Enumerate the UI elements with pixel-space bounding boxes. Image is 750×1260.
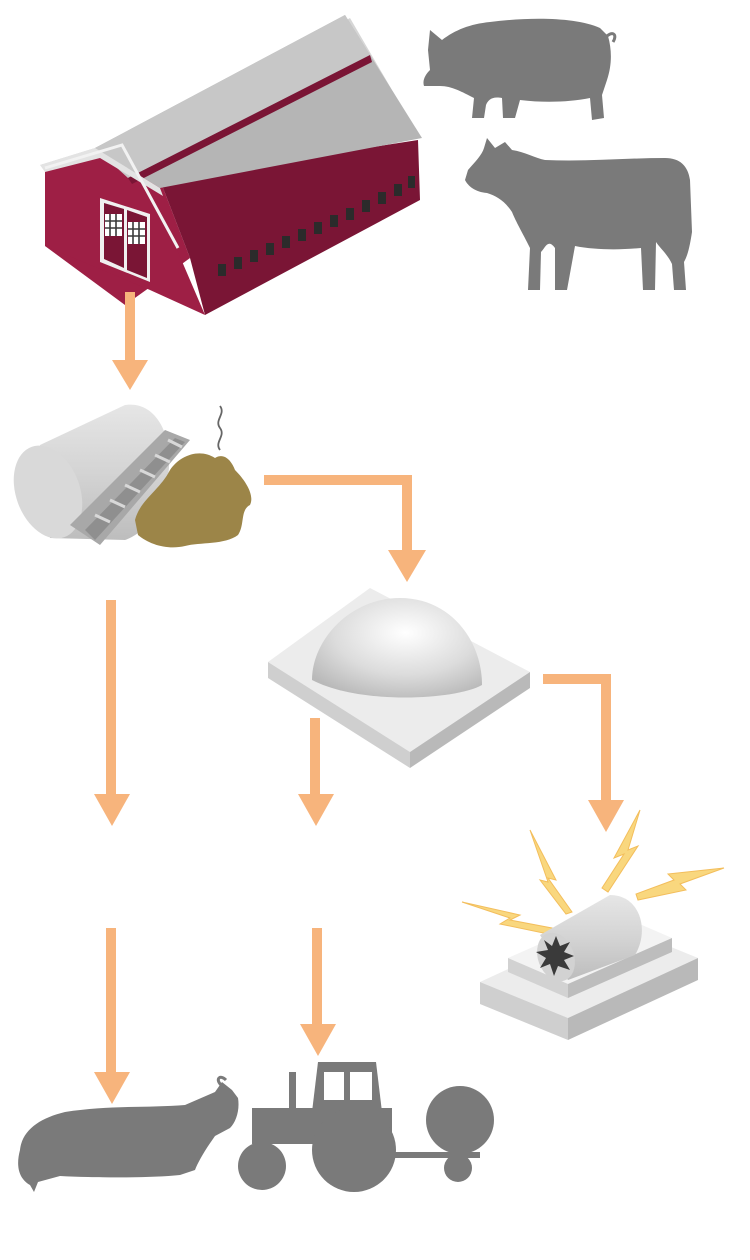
flow-arrows [94,292,624,1104]
arrow-to-tractor [300,928,336,1056]
cow-silhouette-icon [465,138,692,290]
manure-separator-icon [13,404,252,548]
barn-door [100,198,150,282]
pig-silhouette-icon [423,18,617,121]
electric-generator-icon [461,809,725,1040]
arrow-barn-to-separator [112,292,148,390]
arrow-digester-to-generator [543,674,624,832]
arrow-separator-down [94,600,130,826]
arrow-digester-down [298,718,334,826]
cow-lying-silhouette-icon [18,1075,239,1192]
tractor-spreader-icon [238,1062,494,1192]
barn-windows [218,176,415,276]
anaerobic-digester-icon [268,588,530,768]
barn-icon [40,15,422,315]
arrow-to-cow-lying [94,928,130,1104]
arrow-separator-to-digester [264,475,426,582]
